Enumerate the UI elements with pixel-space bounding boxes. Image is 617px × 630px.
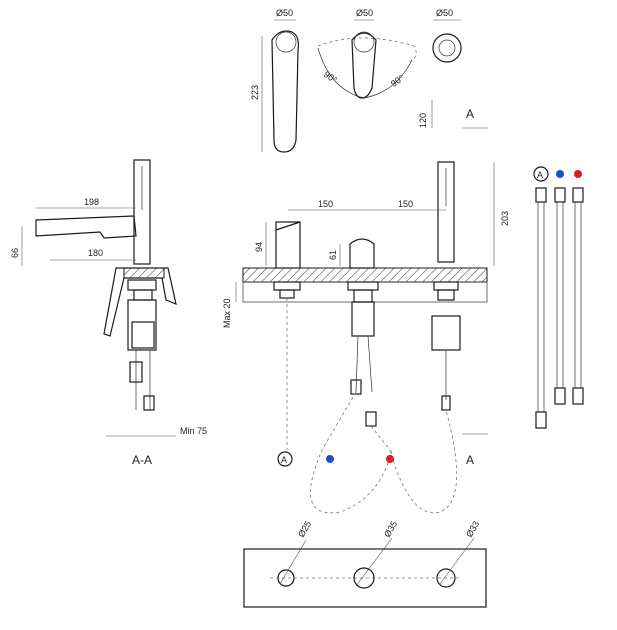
hole-2-dia: Ø35 [382,519,399,539]
hoses: A [533,166,584,429]
side-section: 198 180 66 Min 75 A-A [10,159,207,467]
top-view: Ø50 Ø50 Ø50 223 120 90° 90° A [250,8,488,153]
spacing-right-label: 150 [398,199,413,209]
min-75-label: Min 75 [180,426,207,436]
spacing-left-label: 150 [318,199,333,209]
hole-3 [436,568,456,588]
height-61-label: 61 [328,250,338,260]
front-view: 150 150 203 94 61 Max 20 A A [222,161,510,514]
hole-plan: Ø25 Ø35 Ø33 [243,519,487,608]
dia-mixer-label: Ø50 [356,8,373,18]
height-66-label: 66 [10,248,20,258]
max-20-label: Max 20 [222,298,232,328]
hose-hot [572,187,584,405]
hole-1-dia: Ø25 [296,519,313,539]
section-mark-top: A [466,107,474,121]
hole-3-dia: Ø33 [464,519,481,539]
dia-spout-label: Ø50 [276,8,293,18]
hoses-cold-dot [556,170,564,178]
hose-a [535,187,547,429]
height-203-label: 203 [500,211,510,226]
section-mark-front: A [466,453,474,467]
hose-cold [554,187,566,405]
reach-198-label: 198 [84,197,99,207]
marker-a: A [281,455,287,465]
angle-right-label: 90° [389,73,406,89]
reach-180-label: 180 [88,248,103,258]
hot-dot [386,455,394,463]
hoses-marker-a: A [537,170,543,180]
dia-shower-label: Ø50 [436,8,453,18]
hoses-hot-dot [574,170,582,178]
section-a-a-label: A-A [132,453,152,467]
height-94-label: 94 [254,242,264,252]
cold-dot [326,455,334,463]
depth-120-label: 120 [418,113,428,128]
hole-2 [353,567,375,589]
hole-1 [277,569,295,587]
height-223-label: 223 [250,85,260,100]
